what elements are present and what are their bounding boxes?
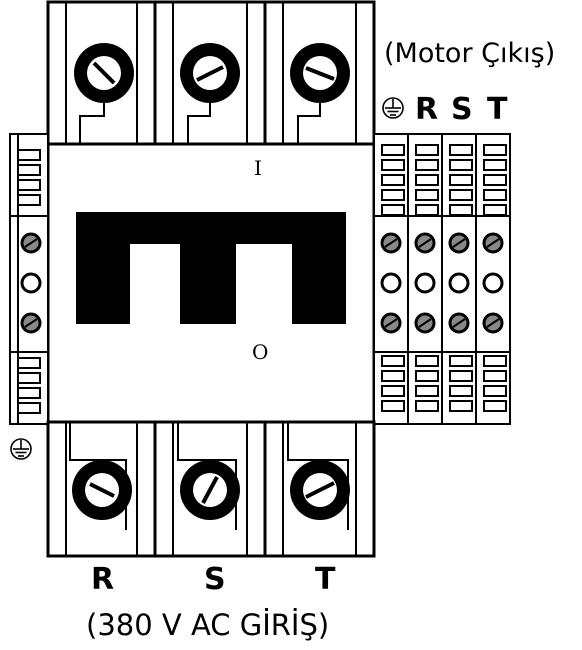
terminal-screw-icon <box>414 312 436 334</box>
terminal-screw-icon <box>414 232 436 254</box>
terminal-screw-icon <box>380 232 402 254</box>
top-phase-s: S <box>451 92 473 127</box>
terminal-slat <box>381 174 405 186</box>
terminal-slat <box>415 174 439 186</box>
terminal-slat <box>483 189 507 201</box>
top-phase-r: R <box>415 92 439 127</box>
terminal-screw-icon <box>380 312 402 334</box>
terminal-slat <box>483 355 507 367</box>
terminal-slat <box>415 385 439 397</box>
switch-off-mark: O <box>252 340 269 364</box>
terminal-slat <box>483 385 507 397</box>
terminal-slat <box>415 204 439 216</box>
terminal-slat <box>449 189 473 201</box>
terminal-screw-icon <box>20 272 42 294</box>
terminal-screw-icon <box>448 232 470 254</box>
terminal-slat <box>483 400 507 412</box>
earth-ground-icon <box>10 438 32 460</box>
terminal-slat <box>449 204 473 216</box>
terminal-slat <box>381 370 405 382</box>
terminal-slat <box>381 204 405 216</box>
terminal-slat <box>415 370 439 382</box>
switch-on-mark: I <box>254 156 262 180</box>
terminal-slat <box>415 144 439 156</box>
right-screws <box>380 232 504 334</box>
terminal-slat <box>483 204 507 216</box>
terminal-screw-icon <box>414 272 436 294</box>
terminal-slat <box>381 144 405 156</box>
terminal-screw-icon <box>72 460 132 520</box>
terminal-screw-icon <box>74 43 134 103</box>
terminal-slat <box>381 400 405 412</box>
terminal-slat <box>449 174 473 186</box>
terminal-screw-icon <box>180 460 240 520</box>
bottom-phase-r: R <box>91 562 115 597</box>
terminal-screw-icon <box>180 43 240 103</box>
terminal-slat <box>415 400 439 412</box>
terminal-slat <box>449 400 473 412</box>
terminal-slat <box>415 159 439 171</box>
terminal-slat <box>381 385 405 397</box>
terminal-screw-icon <box>290 43 350 103</box>
terminal-screw-icon <box>448 272 470 294</box>
top-phase-t: T <box>487 92 508 127</box>
terminal-slat <box>415 189 439 201</box>
switch-handle[interactable] <box>76 212 346 324</box>
terminal-screw-icon <box>20 312 42 334</box>
terminal-screw-icon <box>20 232 42 254</box>
terminal-screw-icon <box>380 272 402 294</box>
terminal-slat <box>449 355 473 367</box>
terminal-screw-icon <box>482 312 504 334</box>
terminal-slat <box>449 370 473 382</box>
terminal-slat <box>381 355 405 367</box>
terminal-screw-icon <box>290 460 350 520</box>
terminal-slat <box>483 159 507 171</box>
terminal-slat <box>381 189 405 201</box>
terminal-screw-icon <box>482 232 504 254</box>
terminal-slat <box>381 159 405 171</box>
terminal-screw-icon <box>482 272 504 294</box>
terminal-screw-icon <box>448 312 470 334</box>
earth-ground-icon <box>382 97 404 119</box>
terminal-slat <box>415 355 439 367</box>
terminal-slat <box>449 385 473 397</box>
terminal-slat <box>449 159 473 171</box>
terminal-slat <box>483 174 507 186</box>
bottom-phase-s: S <box>204 562 226 597</box>
input-voltage-label: (380 V AC GİRİŞ) <box>86 608 330 642</box>
bottom-phase-t: T <box>315 562 336 597</box>
terminal-slat <box>483 370 507 382</box>
terminal-slat <box>483 144 507 156</box>
terminal-slat <box>449 144 473 156</box>
right-slats <box>381 144 507 412</box>
motor-output-label: (Motor Çıkış) <box>384 38 556 69</box>
left-auxiliary-strip <box>9 133 49 425</box>
